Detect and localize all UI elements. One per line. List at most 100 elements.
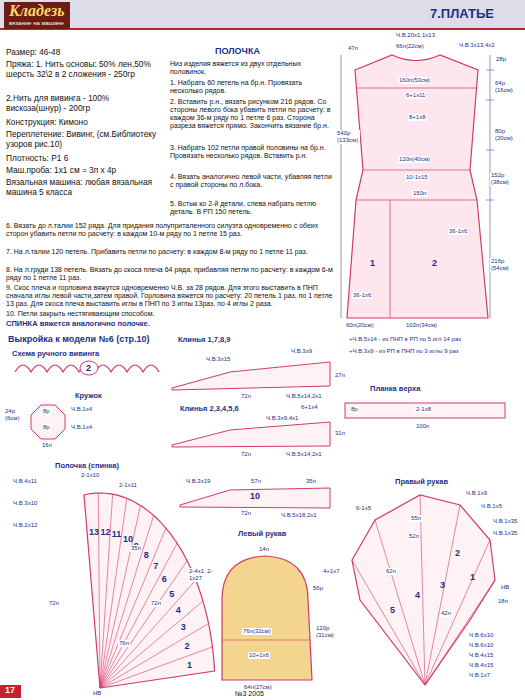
piece-number: 7: [153, 561, 158, 571]
part-heading: СПИНКА вяжется аналогично полочке.: [6, 320, 150, 329]
left-sleeve: [222, 556, 312, 680]
dimension-label: 42п: [440, 610, 452, 617]
dimension-label: Ч.В.1х4: [70, 424, 93, 431]
piece-number: 5: [169, 589, 174, 599]
dimension-label: 2-4х1, 2-1х27: [188, 568, 222, 582]
piece-number: 1: [187, 660, 192, 670]
fan-seam: [100, 561, 187, 688]
dimension-label: Ч.В.5х14,2х1: [285, 393, 323, 400]
dimension-label: 35п: [130, 545, 142, 552]
piece-number: 2: [185, 641, 190, 651]
part-heading: Планка верха: [370, 385, 420, 394]
part-heading: Кружок: [75, 392, 102, 401]
piece-number: 12: [100, 527, 110, 537]
dimension-label: Ч.В.1х35: [492, 518, 518, 525]
gusset-pieces: [172, 362, 505, 508]
spec-text: Конструкция: Кимоно: [6, 118, 164, 128]
dimension-label: 10-1х15: [405, 174, 429, 181]
spec-text: Плотность: Р1 6: [6, 154, 164, 164]
dimension-lines: [341, 55, 494, 318]
piece-number: 2: [455, 548, 460, 558]
instruction-text: 10. Петли закрыть нестягивающим способом…: [6, 310, 334, 318]
dimension-label: 36-1х6: [352, 292, 372, 299]
header-bar: [0, 0, 525, 28]
dimension-label: 100п: [415, 423, 430, 430]
dimension-label: 36-1х6: [448, 228, 468, 235]
dimension-label: 150п: [412, 190, 427, 197]
dimension-label: Ч.В.20х1,1х13: [395, 32, 436, 39]
dimension-label: 72п: [240, 393, 252, 400]
dimension-label: Ч.В.5х14,2х1: [285, 451, 323, 458]
piece-number: 2: [432, 258, 437, 268]
page-number-box: 17: [0, 685, 21, 698]
dimension-label: 56р: [312, 585, 324, 592]
spec-text: Размер: 46-48: [6, 48, 164, 58]
dress-schematic: [347, 55, 488, 318]
instruction-text: Низ изделия вяжется из двух отдельных по…: [170, 60, 335, 76]
section-heading: Выкройка к модели №6 (стр.10): [8, 334, 150, 344]
dimension-label: 8+1х8: [408, 114, 427, 121]
dimension-label: 47п: [347, 45, 359, 52]
page-title: 7.ПЛАТЬЕ: [430, 6, 494, 21]
piece-number: 10: [250, 491, 260, 501]
instruction-text: 6. Вязать до л.талии 152 ряда. Для прида…: [6, 222, 334, 238]
dimension-label: 6+1х11: [405, 92, 426, 99]
part-heading: Полочка (спинка): [55, 462, 119, 471]
piece-number: 3: [181, 622, 186, 632]
dimension-label: Ч.В.1х9: [465, 490, 488, 497]
dimension-label: 62п: [385, 568, 397, 575]
part-heading: Клинья 1,7,8,9: [178, 336, 231, 345]
header-rule: [0, 28, 525, 30]
instruction-text: 1. Набрать 60 петель на бр.н. Провязать …: [170, 79, 335, 95]
instruction-text: №3 2005: [235, 690, 264, 698]
dimension-label: НВ: [92, 690, 102, 697]
dimension-label: Ч.В.1х35: [492, 530, 518, 537]
fan-seam: [100, 498, 127, 688]
dimension-label: 4+1х7: [322, 568, 341, 575]
fan-seam: [100, 580, 196, 688]
sleeve-seam: [375, 520, 425, 685]
node-text: Кладезь: [9, 3, 65, 20]
dress-lines: [356, 88, 477, 318]
dimension-label: 2-1х11: [118, 482, 138, 489]
sleeve-seam: [420, 495, 425, 685]
dimension-label: Ч.В.3х19: [185, 478, 211, 485]
dimension-label: +Ч.В.5х14 - из ПНП в РП по 5 игл 14 раз: [348, 336, 462, 343]
spec-text: Переплетение: Вивинг, (см.Библиотеку узо…: [6, 130, 164, 149]
dimension-label: Ч.В.1х5: [480, 503, 503, 510]
instruction-text: 8. На л.груди 138 петель. Вязать до скос…: [6, 266, 334, 282]
dimension-label: 72п: [48, 600, 60, 607]
piece-number: 1: [470, 572, 475, 582]
part-heading: Правый рукав: [395, 478, 448, 487]
dimension-label: Ч.В.6х10: [468, 632, 494, 639]
piece-number: 1: [370, 258, 375, 268]
dimension-label: Ч.В.4х11: [12, 478, 38, 485]
piece-number: 2: [86, 363, 91, 373]
dimension-label: Ч.В.3х10: [12, 500, 38, 507]
dimension-label: Ч.В.6х10: [468, 642, 494, 649]
dimension-label: 6+1х4: [300, 404, 319, 411]
dimension-label: 120р (31см): [315, 625, 347, 639]
dimension-label: 2-1х8: [415, 406, 432, 413]
logo-box: Кладезьвязание на машине: [4, 2, 70, 29]
circle-piece: [31, 405, 65, 439]
dimension-label: 540р (133см): [336, 130, 360, 144]
dimension-label: 16п: [41, 442, 53, 449]
dimension-label: 18п: [497, 598, 509, 605]
piece-number: 4: [176, 605, 181, 615]
dimension-label: 52п: [408, 533, 420, 540]
fan-seam: [100, 528, 166, 688]
fan-seam: [100, 601, 203, 688]
dimension-label: НВ: [500, 584, 510, 591]
piece-number: 13: [89, 527, 99, 537]
piece-number: 3: [440, 580, 445, 590]
dimension-label: Ч.В.5х18,2х1: [280, 512, 318, 519]
piece-number: 11: [112, 529, 122, 539]
dimension-label: Ч.В.2х12: [12, 522, 38, 529]
sleeve-seam: [425, 580, 495, 685]
dimension-label: 66п(22см): [395, 43, 425, 50]
dimension-label: 76п: [118, 640, 130, 647]
dimension-label: 216р (54см): [490, 258, 522, 272]
sleeve-line: [222, 640, 310, 641]
dimension-label: Ч.В.3х9: [290, 348, 313, 355]
